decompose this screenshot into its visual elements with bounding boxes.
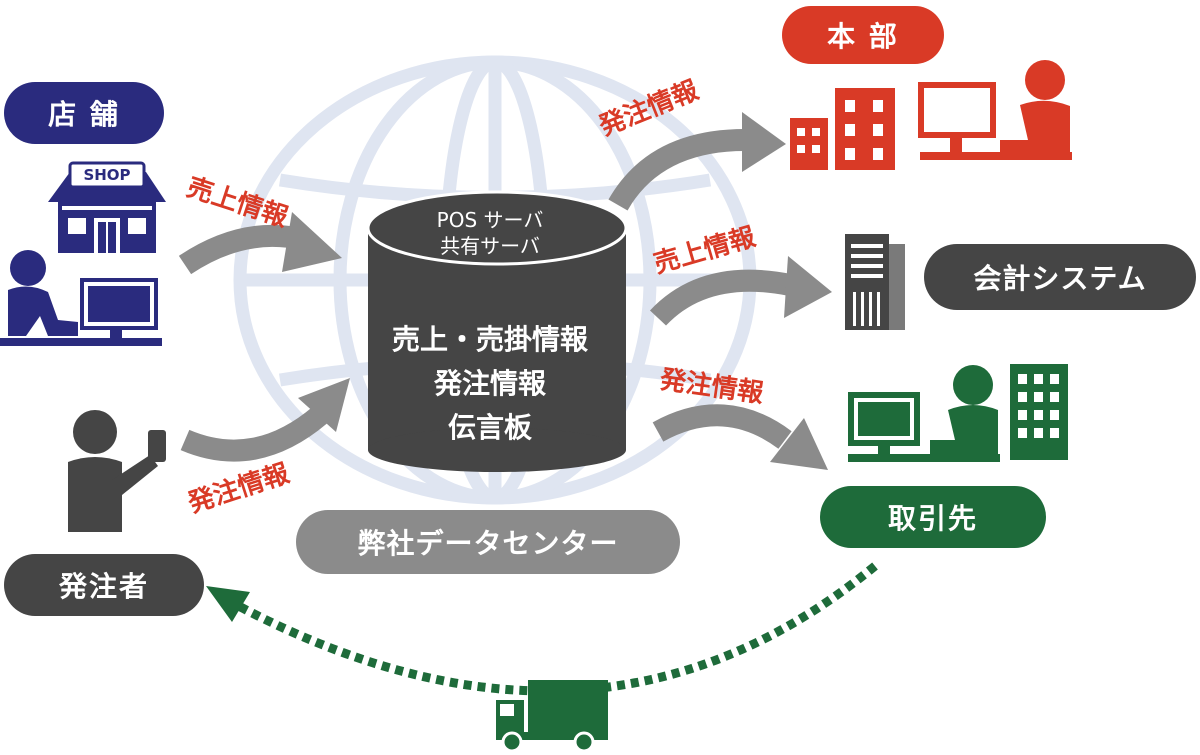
store-staff-icon xyxy=(0,250,162,346)
server-content-line1: 売上・売掛情報 xyxy=(391,323,588,356)
server-content-line2: 発注情報 xyxy=(433,367,546,400)
server-cylinder xyxy=(366,190,628,472)
hq-staff-icon xyxy=(918,60,1072,160)
arrow-store-to-server xyxy=(178,212,342,275)
supplier-building-icon xyxy=(1010,364,1068,460)
orderer-label: 発注者 xyxy=(4,554,204,616)
shop-building-icon xyxy=(48,161,166,253)
hq-building-icon xyxy=(790,88,895,170)
shop-sign-text: SHOP xyxy=(83,166,131,184)
server-content-line3: 伝言板 xyxy=(447,411,532,444)
headquarters-label: 本 部 xyxy=(782,6,944,64)
arrow-server-to-hq xyxy=(608,112,786,211)
accounting-system-label: 会計システム xyxy=(924,244,1196,310)
server-title-line2: 共有サーバ xyxy=(440,234,540,258)
arrow-orderer-to-server xyxy=(180,378,350,462)
truck-icon xyxy=(496,680,608,753)
server-tower-icon xyxy=(845,234,905,330)
arrow-server-to-supplier xyxy=(652,404,828,470)
supplier-staff-icon xyxy=(848,365,1000,462)
datacenter-label: 弊社データセンター xyxy=(296,510,680,574)
arrow-server-to-accounting xyxy=(649,256,832,326)
supplier-label: 取引先 xyxy=(820,486,1046,548)
store-label: 店 舗 xyxy=(4,82,164,144)
server-title-line1: POS サーバ xyxy=(436,208,544,232)
delivery-arrow xyxy=(206,562,878,696)
orderer-person-icon xyxy=(68,410,166,532)
